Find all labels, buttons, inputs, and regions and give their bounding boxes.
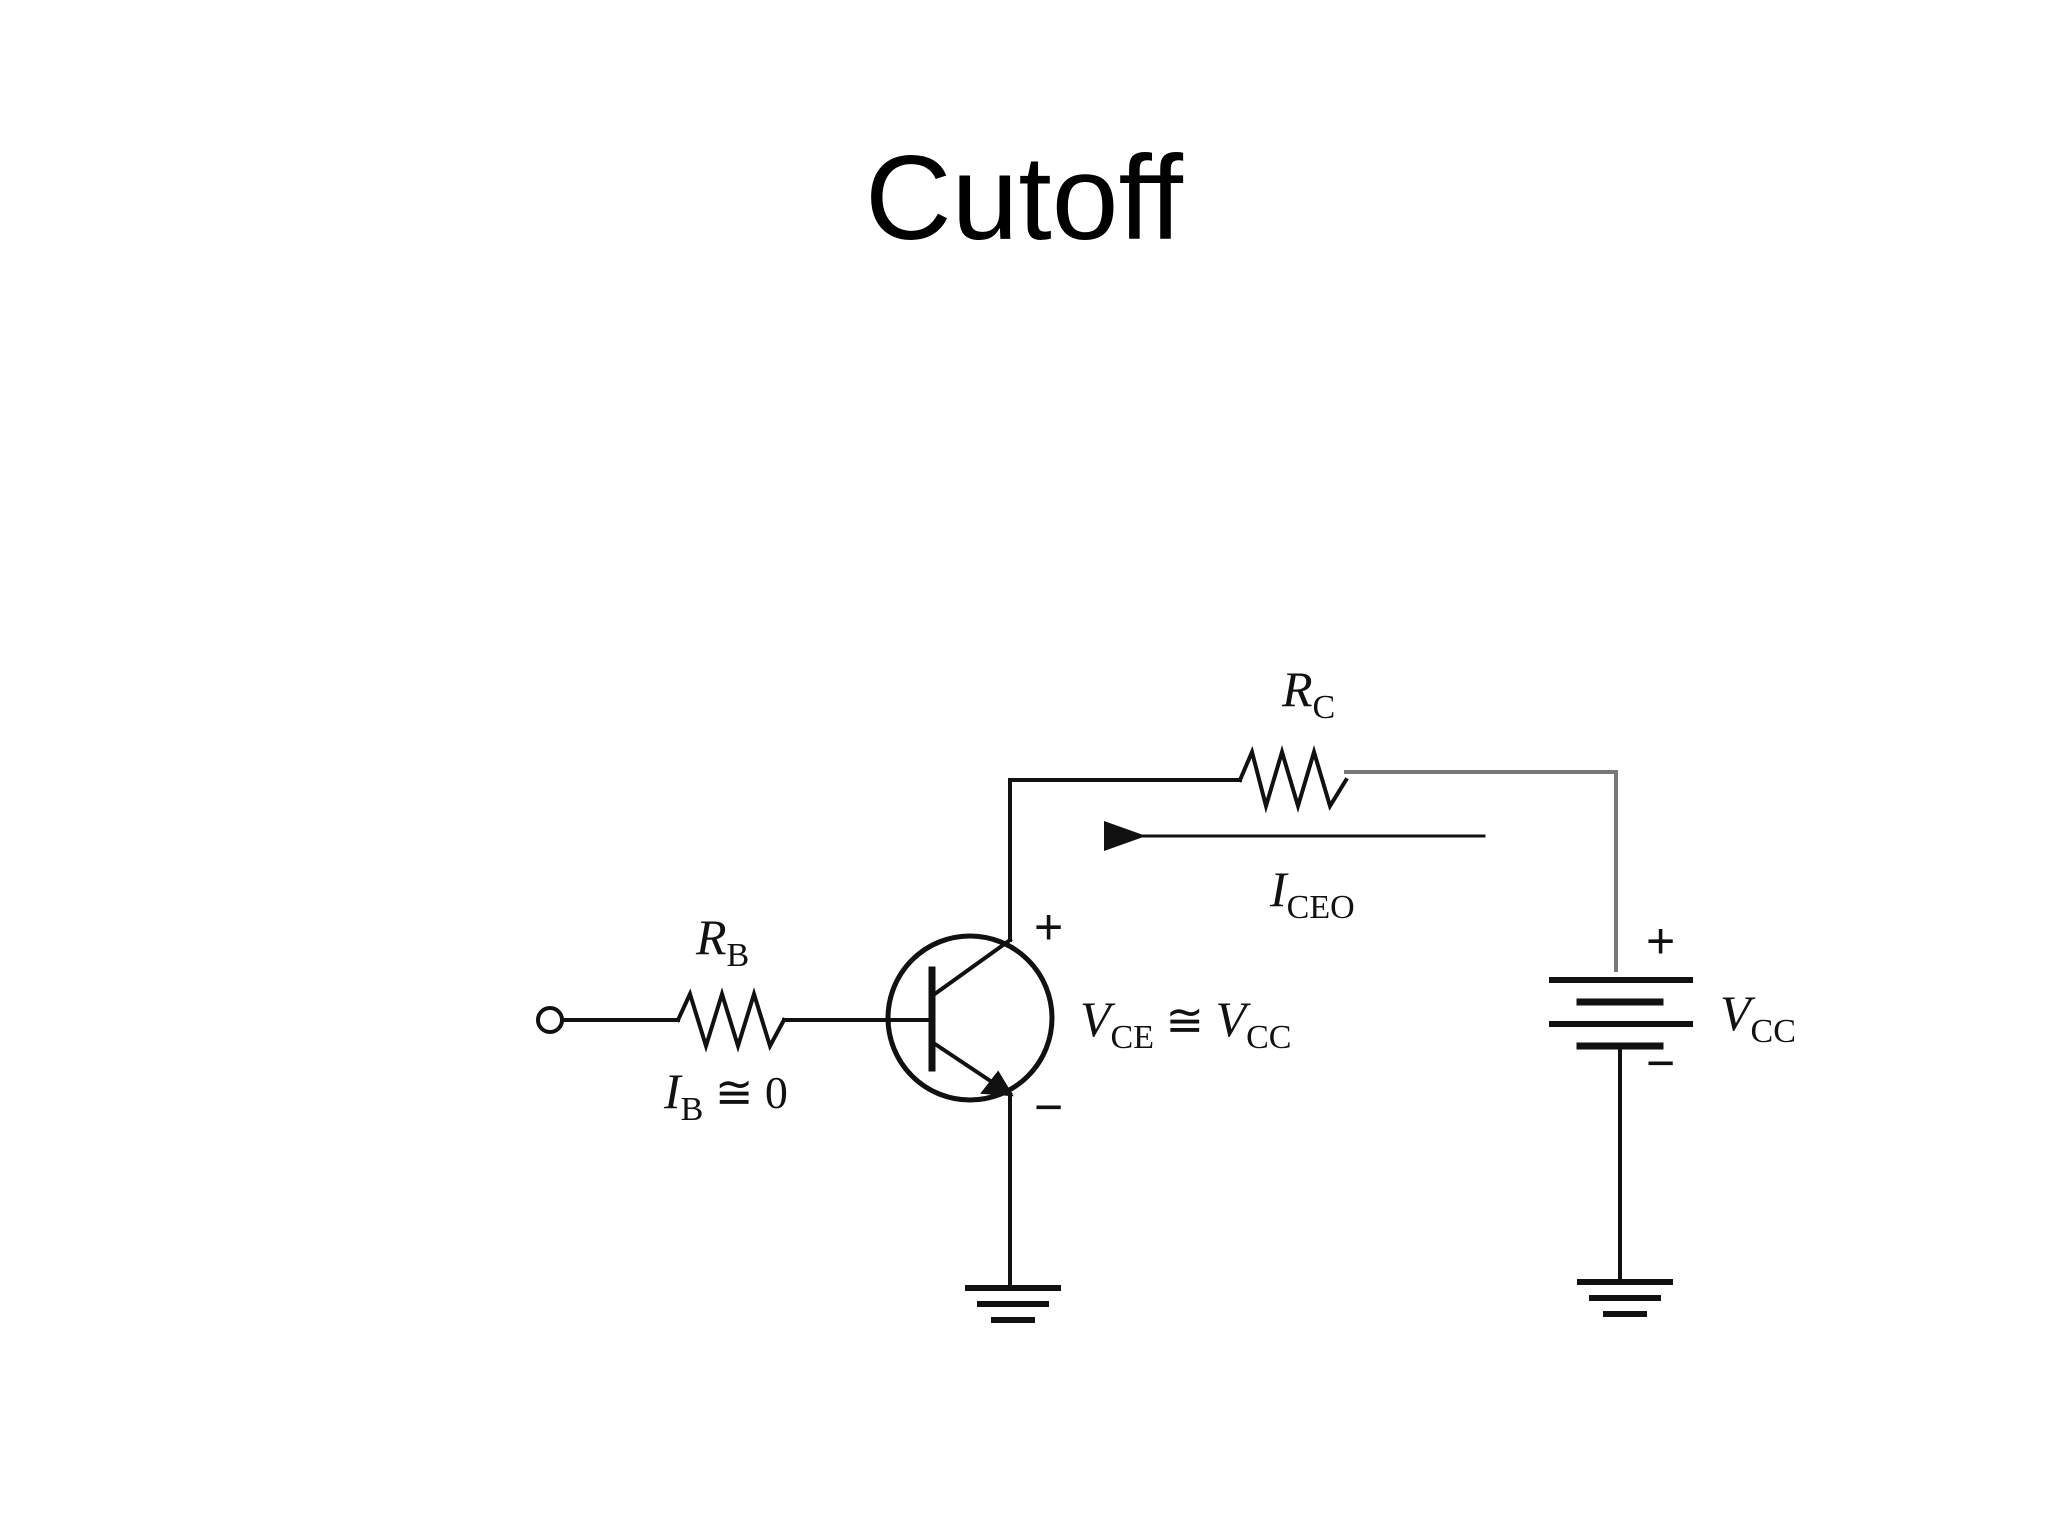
transistor-plus-sign: + [1034, 899, 1063, 955]
iceo-label: ICEO [1269, 861, 1355, 926]
transistor-minus-sign: − [1034, 1079, 1063, 1135]
rb-label: RB [695, 909, 749, 974]
ground-symbol-emitter [965, 1285, 1061, 1323]
vcc-label: VCC [1720, 985, 1796, 1050]
ib-label: IB ≅ 0 [663, 1063, 788, 1128]
rc-label: RC [1281, 661, 1335, 726]
transistor-body [885, 933, 1055, 1103]
resistor-rc [1237, 744, 1349, 814]
ground-symbol-vcc [1577, 1279, 1673, 1317]
vce-label: VCE ≅ VCC [1080, 991, 1291, 1056]
slide-title: Cutoff [865, 131, 1183, 265]
emitter-arrow [980, 1070, 1014, 1097]
battery-plus-sign: + [1646, 913, 1675, 969]
input-terminal [536, 1006, 564, 1034]
resistor-rb [675, 987, 787, 1053]
battery-minus-sign: − [1646, 1035, 1675, 1091]
transistor-collector-lead [929, 937, 1013, 999]
